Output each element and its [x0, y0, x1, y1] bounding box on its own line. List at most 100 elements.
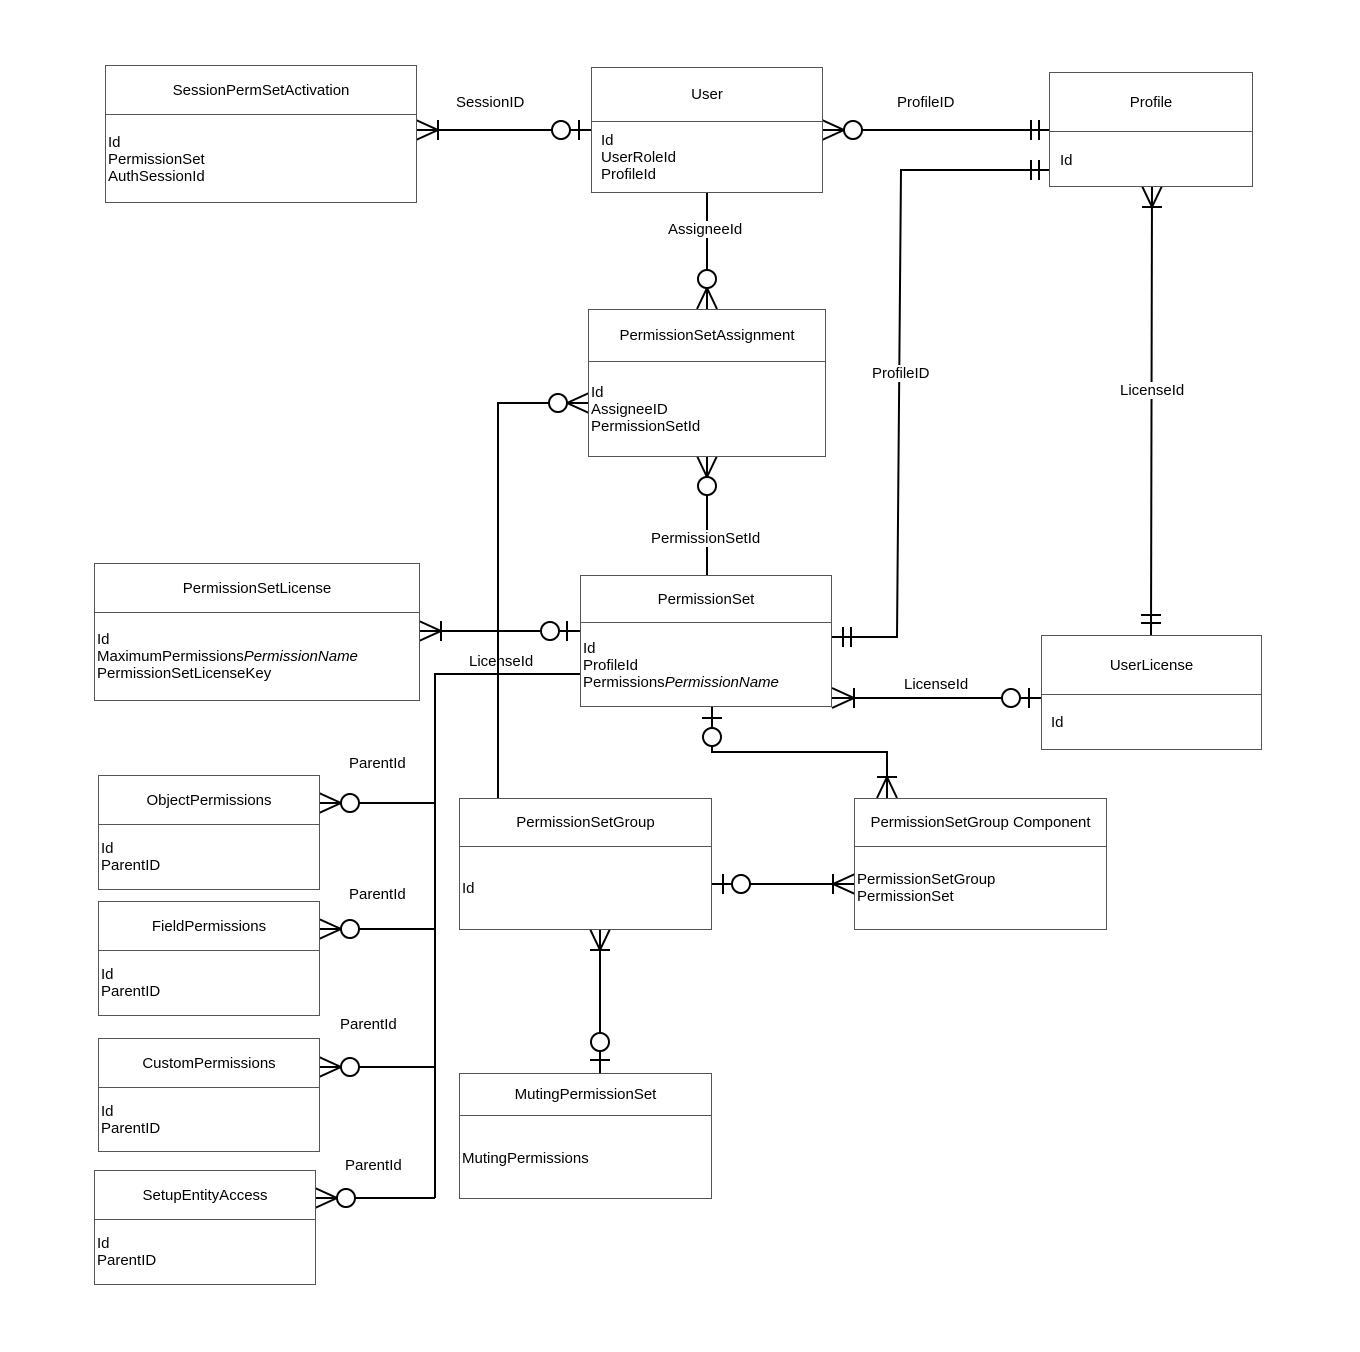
- field: Id: [97, 1235, 110, 1252]
- connector-group-groupcomponent: [711, 873, 856, 895]
- field: PermissionSet: [108, 151, 205, 168]
- field: PermissionSetLicenseKey: [97, 665, 272, 682]
- relationship-label-license-id-psl: LicenseId: [469, 653, 534, 670]
- field-maximum-permissions: MaximumPermissionsPermissionName: [97, 648, 417, 665]
- entity-session-perm-set-activation[interactable]: SessionPermSetActivation Id PermissionSe…: [105, 65, 417, 203]
- relationship-label-parent-id-field: ParentId: [349, 886, 406, 903]
- entity-fields: Id: [1060, 152, 1250, 169]
- entity-fields: Id ProfileId PermissionsPermissionName: [583, 640, 829, 691]
- entity-permission-set-group-component[interactable]: PermissionSetGroup Component PermissionS…: [854, 798, 1107, 930]
- relationship-label-parent-id-setup: ParentId: [345, 1157, 402, 1174]
- field: UserRoleId: [601, 149, 677, 166]
- entity-fields: PermissionSetGroup PermissionSet: [857, 871, 1104, 905]
- entity-fields: Id ParentID: [97, 1235, 313, 1269]
- field: Id: [101, 1103, 114, 1120]
- connector-profile-userlicense: [1141, 185, 1163, 636]
- entity-fields: Id: [462, 880, 709, 897]
- relationship-label-license-id-userlicense: LicenseId: [904, 676, 969, 693]
- field: AuthSessionId: [108, 168, 205, 185]
- connector-permset-parents: [314, 673, 580, 1209]
- field: Id: [108, 134, 121, 151]
- field: PermissionSetGroup: [857, 871, 996, 888]
- field: Id: [591, 384, 604, 401]
- relationship-label-assignee-id: AssigneeId: [667, 221, 744, 238]
- relationship-label-parent-id-custom: ParentId: [340, 1016, 397, 1033]
- field: Id: [97, 631, 110, 648]
- field-placeholder: PermissionName: [664, 674, 779, 691]
- field: Id: [601, 132, 614, 149]
- field: ParentID: [101, 1120, 161, 1137]
- field: ProfileId: [601, 166, 657, 183]
- field: ParentID: [97, 1252, 157, 1269]
- entity-fields: Id MaximumPermissionsPermissionName Perm…: [97, 631, 417, 682]
- connector-user-assignment: [696, 192, 718, 310]
- connector-group-assignment: [497, 392, 590, 798]
- entity-permission-set-license[interactable]: PermissionSetLicense Id MaximumPermissio…: [94, 563, 420, 701]
- field: Id: [1051, 714, 1064, 731]
- field: MutingPermissions: [462, 1150, 589, 1167]
- entity-fields: Id ParentID: [101, 840, 317, 874]
- field: Id: [462, 880, 475, 897]
- entity-fields: Id PermissionSet AuthSessionId: [108, 134, 414, 185]
- relationship-label-parent-id-object: ParentId: [349, 755, 406, 772]
- connector-permset-groupcomponent: [702, 706, 898, 799]
- relationship-label-profile-id: ProfileID: [897, 94, 955, 111]
- field: ParentID: [101, 983, 161, 1000]
- relationship-label-license-id-profile: LicenseId: [1119, 382, 1186, 399]
- entity-title: PermissionSet: [581, 576, 831, 623]
- entity-field-permissions[interactable]: FieldPermissions Id ParentID: [98, 901, 320, 1016]
- entity-title: PermissionSetGroup Component: [855, 799, 1106, 847]
- connector-user-profile: [821, 119, 1049, 141]
- entity-object-permissions[interactable]: ObjectPermissions Id ParentID: [98, 775, 320, 890]
- entity-permission-set-assignment[interactable]: PermissionSetAssignment Id AssigneeID Pe…: [588, 309, 826, 457]
- entity-title: SetupEntityAccess: [95, 1171, 315, 1220]
- relationship-label-permission-set-id: PermissionSetId: [650, 530, 762, 547]
- entity-fields: Id AssigneeID PermissionSetId: [591, 384, 823, 435]
- entity-permission-set[interactable]: PermissionSet Id ProfileId PermissionsPe…: [580, 575, 832, 707]
- entity-title: FieldPermissions: [99, 902, 319, 951]
- entity-title: CustomPermissions: [99, 1039, 319, 1088]
- entity-profile[interactable]: Profile Id: [1049, 72, 1253, 187]
- entity-title: PermissionSetLicense: [95, 564, 419, 613]
- connector-group-muting: [589, 928, 611, 1073]
- field: ParentID: [101, 857, 161, 874]
- entity-title: ObjectPermissions: [99, 776, 319, 825]
- field-prefix: MaximumPermissions: [97, 648, 244, 665]
- field: Id: [583, 640, 596, 657]
- entity-title: User: [592, 68, 822, 122]
- entity-title: PermissionSetGroup: [460, 799, 711, 847]
- entity-muting-permission-set[interactable]: MutingPermissionSet MutingPermissions: [459, 1073, 712, 1199]
- entity-custom-permissions[interactable]: CustomPermissions Id ParentID: [98, 1038, 320, 1152]
- field: ProfileId: [583, 657, 639, 674]
- field: Id: [1060, 152, 1073, 169]
- connector-psl-permset: [418, 620, 580, 642]
- connector-assignment-permset: [696, 455, 718, 575]
- field: Id: [101, 966, 114, 983]
- entity-permission-set-group[interactable]: PermissionSetGroup Id: [459, 798, 712, 930]
- relationship-label-session-id: SessionID: [456, 94, 525, 111]
- entity-user-license[interactable]: UserLicense Id: [1041, 635, 1262, 750]
- field: AssigneeID: [591, 401, 668, 418]
- entity-title: PermissionSetAssignment: [589, 310, 825, 362]
- entity-fields: Id ParentID: [101, 1103, 317, 1137]
- connector-permset-userlicense: [831, 687, 1041, 709]
- entity-title: Profile: [1050, 73, 1252, 132]
- entity-title: UserLicense: [1042, 636, 1261, 695]
- field: PermissionSet: [857, 888, 954, 905]
- field-prefix: Permissions: [583, 674, 665, 691]
- entity-title: SessionPermSetActivation: [106, 66, 416, 115]
- connector-permset-profile: [832, 160, 1049, 647]
- entity-fields: MutingPermissions: [462, 1150, 709, 1167]
- entity-user[interactable]: User Id UserRoleId ProfileId: [591, 67, 823, 193]
- field-permissions: PermissionsPermissionName: [583, 674, 829, 691]
- relationship-label-profile-id-permset: ProfileID: [871, 365, 931, 382]
- field: Id: [101, 840, 114, 857]
- field: PermissionSetId: [591, 418, 701, 435]
- entity-fields: Id: [1051, 714, 1259, 731]
- entity-fields: Id UserRoleId ProfileId: [601, 132, 820, 183]
- entity-fields: Id ParentID: [101, 966, 317, 1000]
- entity-setup-entity-access[interactable]: SetupEntityAccess Id ParentID: [94, 1170, 316, 1285]
- field-placeholder: PermissionName: [243, 648, 358, 665]
- connector-session-user: [415, 119, 592, 141]
